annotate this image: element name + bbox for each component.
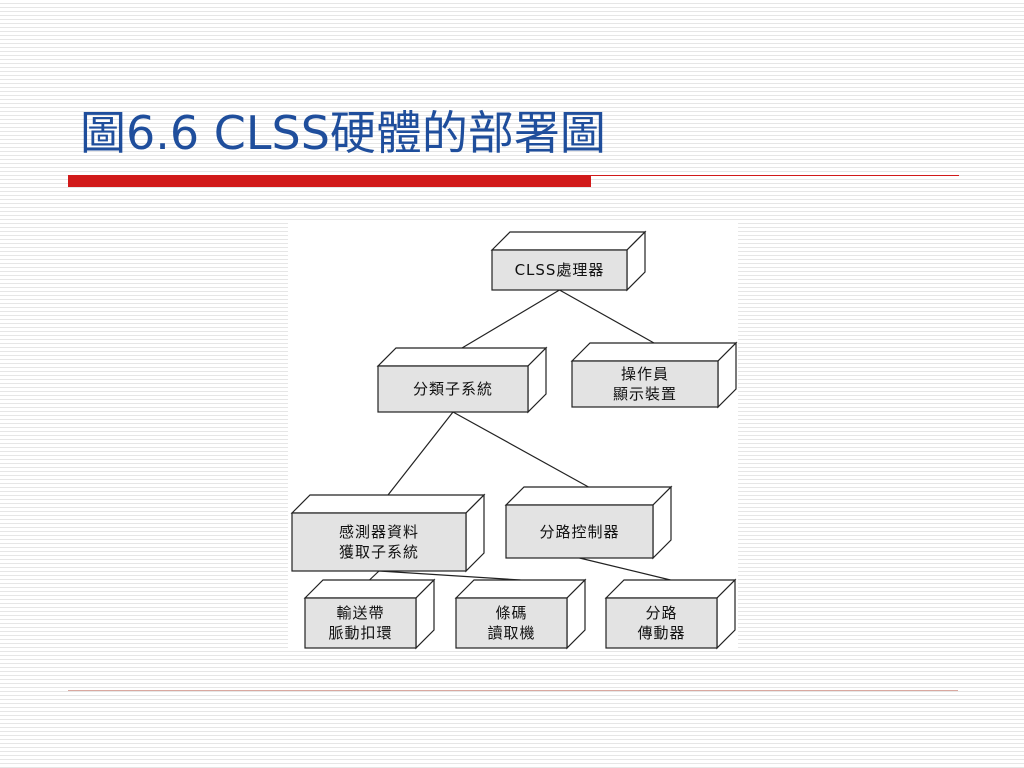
node-label-sensor-subsystem: 感測器資料獲取子系統: [292, 513, 466, 571]
node-label-line: 輸送帶: [336, 604, 385, 622]
node-label-shunt-actuator: 分路傳動器: [606, 598, 717, 648]
node-label-line: 顯示裝置: [612, 385, 677, 403]
connector-sorting_subsystem-shunt_controller: [452, 411, 589, 488]
node-label-sorting-subsystem: 分類子系統: [378, 366, 528, 412]
node-label-line: 分類子系統: [412, 380, 493, 398]
deployment-diagram-canvas: [290, 230, 738, 650]
node-box-sensor-subsystem: [290, 493, 486, 573]
node-box-operator-display: [570, 341, 738, 409]
node-label-line: CLSS處理器: [514, 261, 605, 279]
node-label-processor: CLSS處理器: [492, 250, 627, 290]
slide-title: 圖6.6 CLSS硬體的部署圖: [80, 106, 606, 160]
node-label-barcode-reader: 條碼讀取機: [456, 598, 567, 648]
node-label-line: 分路控制器: [539, 522, 620, 541]
node-label-line: 獲取子系統: [338, 543, 419, 561]
node-label-line: 操作員: [620, 365, 669, 383]
node-label-operator-display: 操作員顯示裝置: [572, 361, 718, 407]
node-box-processor: [490, 230, 647, 292]
connector-sensor_subsystem-conveyor_pulse: [369, 570, 380, 581]
connector-sensor_subsystem-barcode_reader: [378, 570, 521, 581]
title-underline-thin: [591, 175, 959, 176]
node-label-line: 感測器資料: [338, 523, 419, 541]
connector-sorting_subsystem-sensor_subsystem: [387, 411, 454, 496]
connector-shunt_controller-shunt_actuator: [579, 557, 671, 581]
node-box-conveyor-pulse: [303, 578, 436, 650]
node-label-line: 分路: [645, 604, 678, 622]
node-label-line: 讀取機: [487, 624, 536, 642]
node-label-line: 條碼: [495, 604, 528, 622]
node-label-conveyor-pulse: 輸送帶脈動扣環: [305, 598, 416, 648]
title-underline-red: [68, 175, 591, 187]
node-label-line: 傳動器: [637, 624, 686, 642]
node-box-shunt-controller: [504, 485, 673, 560]
node-label-line: 脈動扣環: [328, 624, 393, 642]
node-box-shunt-actuator: [604, 578, 737, 650]
footer-divider: [68, 690, 958, 691]
node-label-shunt-controller: 分路控制器: [506, 505, 653, 558]
node-box-barcode-reader: [454, 578, 587, 650]
connector-processor-sorting_subsystem: [461, 289, 560, 349]
node-box-sorting-subsystem: [376, 346, 548, 414]
connector-processor-operator_display: [559, 289, 655, 344]
deployment-diagram: CLSS處理器分類子系統 操作員顯示裝置感測器資料獲取子系統 分路控制器輸送帶脈動扣…: [288, 220, 738, 650]
